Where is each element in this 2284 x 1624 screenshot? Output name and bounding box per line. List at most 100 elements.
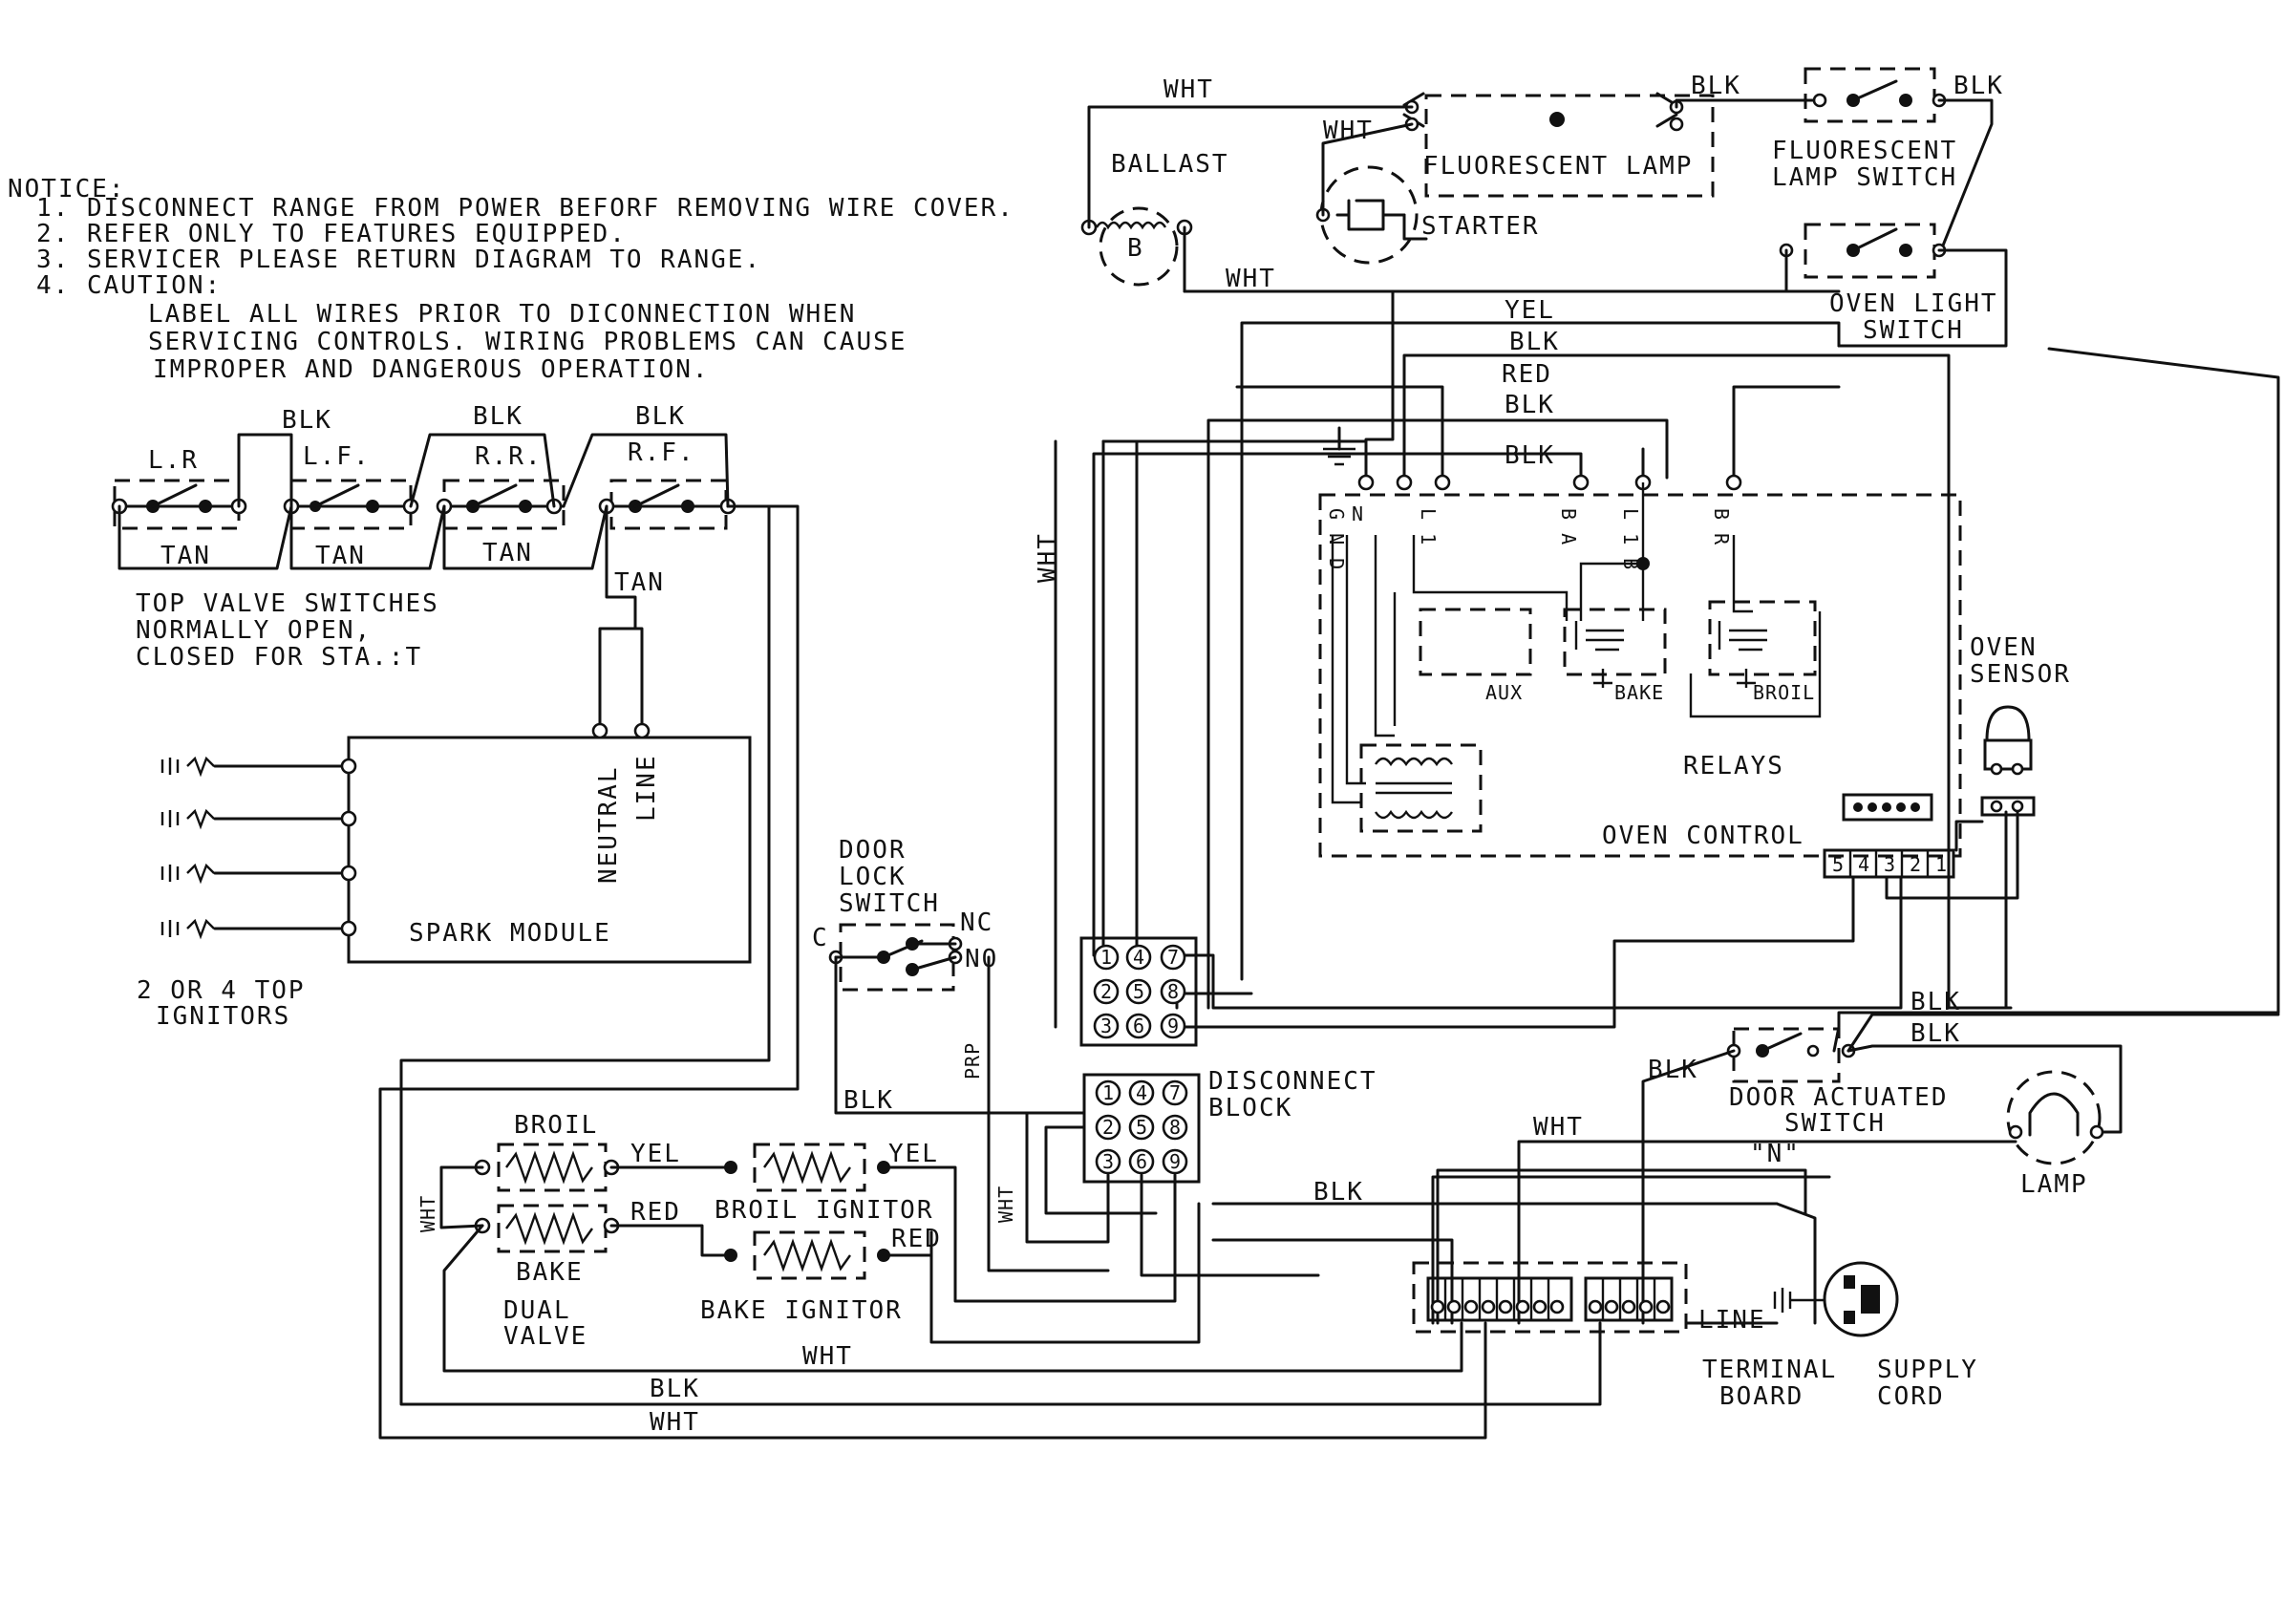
wht-label-top: WHT bbox=[1163, 75, 1214, 104]
door-lock-c: C bbox=[812, 924, 829, 952]
supply-cord-label-1: SUPPLY bbox=[1877, 1356, 1978, 1384]
broil-ignitor-label: BROIL IGNITOR bbox=[715, 1196, 934, 1225]
pin-n: N bbox=[1352, 502, 1364, 525]
bake-label: BAKE bbox=[516, 1258, 584, 1287]
wht-vertical-disconnect: WHT bbox=[994, 1186, 1017, 1223]
starter-label: STARTER bbox=[1421, 212, 1540, 241]
bake-relay-label: BAKE bbox=[1614, 681, 1664, 704]
wht-vertical-label: WHT bbox=[1034, 532, 1062, 583]
blk-label-bottom: BLK bbox=[650, 1375, 700, 1403]
blk-label-lamp-2: BLK bbox=[1953, 72, 2004, 100]
blk-label-3: BLK bbox=[635, 402, 686, 431]
fluorescent-lamp-box bbox=[1424, 94, 1715, 198]
wht-label-mid: WHT bbox=[1533, 1113, 1584, 1142]
notice-item-2: 2. REFER ONLY TO FEATURES EQUIPPED. bbox=[36, 220, 627, 248]
lower-pin-4: 4 bbox=[1136, 1081, 1147, 1104]
switch-name-lf: L.F. bbox=[303, 442, 371, 471]
lamp-switch-label-2: LAMP SWITCH bbox=[1772, 163, 1957, 192]
bake-relay-box bbox=[1563, 608, 1667, 676]
oven-control: YEL BLK RED BLK BLK G N D N L 1 B A L 1 … bbox=[1034, 289, 2071, 1010]
disconnect-block: 1 4 7 2 5 8 3 6 9 DISCONNECT BLOCK BLK W… bbox=[929, 1067, 1831, 1344]
ballast-mark: B bbox=[1127, 234, 1144, 263]
yel-label: YEL bbox=[1505, 296, 1555, 325]
lower-pin-6: 6 bbox=[1136, 1150, 1147, 1173]
terminal-board-label-2: BOARD bbox=[1719, 1382, 1804, 1411]
switch-box-lr bbox=[113, 479, 241, 530]
display-connector-icon bbox=[1842, 793, 1933, 822]
blk-label-door-lock: BLK bbox=[843, 1086, 894, 1115]
tan-label-3: TAN bbox=[482, 539, 533, 567]
spark-module-box bbox=[347, 736, 752, 964]
lower-pin-7: 7 bbox=[1169, 1081, 1181, 1104]
yel-label-right: YEL bbox=[888, 1140, 939, 1168]
bake-ignitor-label: BAKE IGNITOR bbox=[700, 1296, 903, 1325]
upper-pin-9: 9 bbox=[1167, 1015, 1179, 1037]
caution-line-1: LABEL ALL WIRES PRIOR TO DICONNECTION WH… bbox=[148, 300, 856, 329]
door-lock-no: NO bbox=[965, 945, 998, 973]
door-lock-label-1: DOOR bbox=[839, 836, 907, 865]
blk-label-oc-3: BLK bbox=[1505, 441, 1555, 470]
lamp-circuit: B BALLAST FLUORESCENT LAMP STARTER WHT W… bbox=[1080, 67, 2008, 348]
red-label-right: RED bbox=[891, 1225, 942, 1253]
switch-desc-1: TOP VALVE SWITCHES bbox=[136, 589, 439, 618]
broil-label: BROIL bbox=[514, 1111, 598, 1140]
door-lock-label-2: LOCK bbox=[839, 863, 907, 891]
door-lock-switch: DOOR LOCK SWITCH C NC NO PRP BLK bbox=[812, 836, 1110, 1272]
upper-pin-1: 1 bbox=[1100, 946, 1112, 969]
line-label-terminal: LINE bbox=[1698, 1306, 1766, 1335]
oven-sensor-label-2: SENSOR bbox=[1970, 660, 2071, 689]
oven-light-switch-label-1: OVEN LIGHT bbox=[1829, 289, 1998, 318]
notice-item-3: 3. SERVICER PLEASE RETURN DIAGRAM TO RAN… bbox=[36, 246, 761, 274]
notice-block: NOTICE: 1. DISCONNECT RANGE FROM POWER B… bbox=[8, 175, 1014, 384]
supply-cord: SUPPLY CORD bbox=[1773, 1261, 1978, 1411]
spark-module: NEUTRAL LINE SPARK MODULE 2 OR 4 TOP IGN… bbox=[137, 722, 752, 1031]
neutral-mark: "N" bbox=[1750, 1140, 1801, 1168]
switch-name-rf: R.F. bbox=[628, 438, 695, 467]
notice-item-1: 1. DISCONNECT RANGE FROM POWER BEFORF RE… bbox=[36, 194, 1014, 223]
lower-pin-3: 3 bbox=[1102, 1150, 1114, 1173]
dual-valve-label-2: VALVE bbox=[503, 1322, 587, 1351]
blk-label-1: BLK bbox=[282, 406, 332, 435]
oven-control-label: OVEN CONTROL bbox=[1602, 822, 1804, 850]
lower-pin-1: 1 bbox=[1102, 1081, 1114, 1104]
oven-sensor-icon bbox=[1980, 705, 2036, 817]
blk-label-disconnect: BLK bbox=[1313, 1178, 1364, 1207]
pin-gnd: G N D bbox=[1325, 508, 1348, 570]
oven-control-box bbox=[1318, 493, 1962, 858]
tan-feed-label: TAN bbox=[614, 568, 665, 597]
wht-label-starter: WHT bbox=[1323, 117, 1374, 145]
top-valve-switches: L.R L.F. R.R. R.F. BLK BLK BLK TAN TAN T… bbox=[111, 402, 736, 733]
tan-label-1: TAN bbox=[160, 542, 211, 570]
switch-box-rr bbox=[442, 479, 566, 530]
ignitor-label-1: 2 OR 4 TOP bbox=[137, 976, 306, 1005]
conn-pin-5: 5 bbox=[1832, 853, 1844, 876]
ground-symbol-icon bbox=[160, 756, 215, 940]
blk-label-oc-2: BLK bbox=[1505, 391, 1555, 419]
lamp-icon bbox=[2006, 1070, 2102, 1165]
door-lock-nc: NC bbox=[960, 908, 993, 937]
lower-pin-9: 9 bbox=[1169, 1150, 1181, 1173]
ballast-icon bbox=[1099, 206, 1179, 287]
switch-name-lr: L.R bbox=[148, 446, 199, 475]
conn-pin-2: 2 bbox=[1910, 853, 1921, 876]
ballast-label: BALLAST bbox=[1111, 150, 1229, 179]
conn-pin-3: 3 bbox=[1884, 853, 1895, 876]
red-label-oc: RED bbox=[1502, 360, 1552, 389]
fluorescent-lamp-label: FLUORESCENT LAMP bbox=[1423, 152, 1693, 181]
caution-line-2: SERVICING CONTROLS. WIRING PROBLEMS CAN … bbox=[148, 328, 907, 356]
pin-ba: B A bbox=[1557, 508, 1580, 545]
oven-light-switch-box bbox=[1804, 223, 1936, 279]
yel-label-left: YEL bbox=[630, 1140, 681, 1168]
transformer-box bbox=[1359, 743, 1483, 833]
upper-pin-3: 3 bbox=[1100, 1015, 1112, 1037]
spark-module-name: SPARK MODULE bbox=[409, 919, 611, 948]
ignitor-leads bbox=[160, 756, 357, 940]
lower-pin-8: 8 bbox=[1169, 1116, 1181, 1139]
broil-relay-label: BROIL bbox=[1753, 681, 1815, 704]
switch-desc-2: NORMALLY OPEN, bbox=[136, 616, 372, 645]
notice-heading: NOTICE: bbox=[8, 175, 126, 203]
lower-pin-5: 5 bbox=[1136, 1116, 1147, 1139]
upper-pin-6: 6 bbox=[1133, 1015, 1144, 1037]
ignitor-label-2: IGNITORS bbox=[156, 1002, 290, 1031]
